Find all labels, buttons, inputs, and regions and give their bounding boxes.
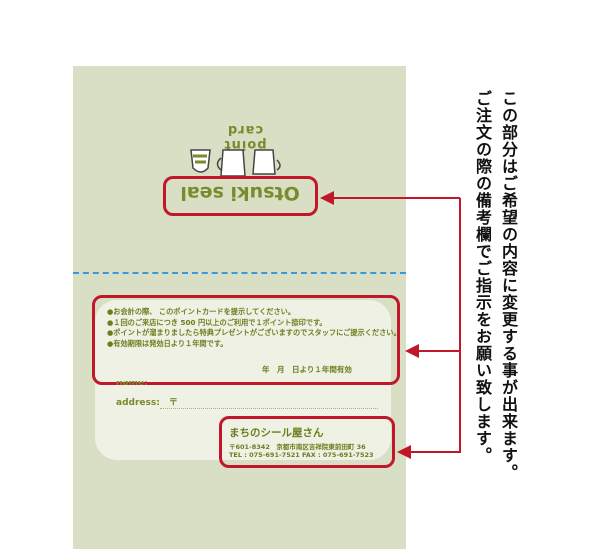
arrow-shop-icon <box>397 445 411 459</box>
name-label: name: <box>116 381 148 388</box>
logo-highlight-frame <box>163 176 318 216</box>
validity-text: 年 月 日より１年間有効 <box>262 365 352 374</box>
notes-block: ●お会計の際、 このポイントカードを提示してください。 ●１回のご来店につき 5… <box>107 307 401 349</box>
address-line <box>160 408 378 409</box>
note-line: ●ポイントが溜まりましたら特典プレゼントがございますのでスタッフにご提示ください… <box>107 328 401 337</box>
shop-address: 〒601-8342 京都市南区吉祥院東前田町 36 <box>229 443 366 451</box>
shop-highlight-frame <box>219 416 395 468</box>
cups-illustration-icon <box>190 149 281 177</box>
note-line: ●お会計の際、 このポイントカードを提示してください。 <box>107 307 296 316</box>
arrow-notes-icon <box>405 344 419 358</box>
address-label: address: 〒 <box>116 398 178 408</box>
arrow-logo-icon <box>320 191 334 205</box>
note-line: ●有効期限は発効日より１年間です。 <box>107 338 228 348</box>
notes-highlight-frame <box>92 295 400 385</box>
note-line: ●１回のご来店につき 500 円以上のご利用で１ポイント捺印です。 <box>107 317 327 327</box>
instruction-line-1: この部分はご希望の内容に変更する事が出来ます。 <box>499 90 518 481</box>
shop-tel: TEL : 075-691-7521 FAX : 075-691-7523 <box>229 451 374 459</box>
shop-name: まちのシール屋さん <box>229 427 324 439</box>
fold-line <box>73 272 406 274</box>
inner-panel <box>95 300 391 460</box>
instruction-line-2: ご注文の際の備考欄でご指示をお願い致します。 <box>473 90 492 464</box>
